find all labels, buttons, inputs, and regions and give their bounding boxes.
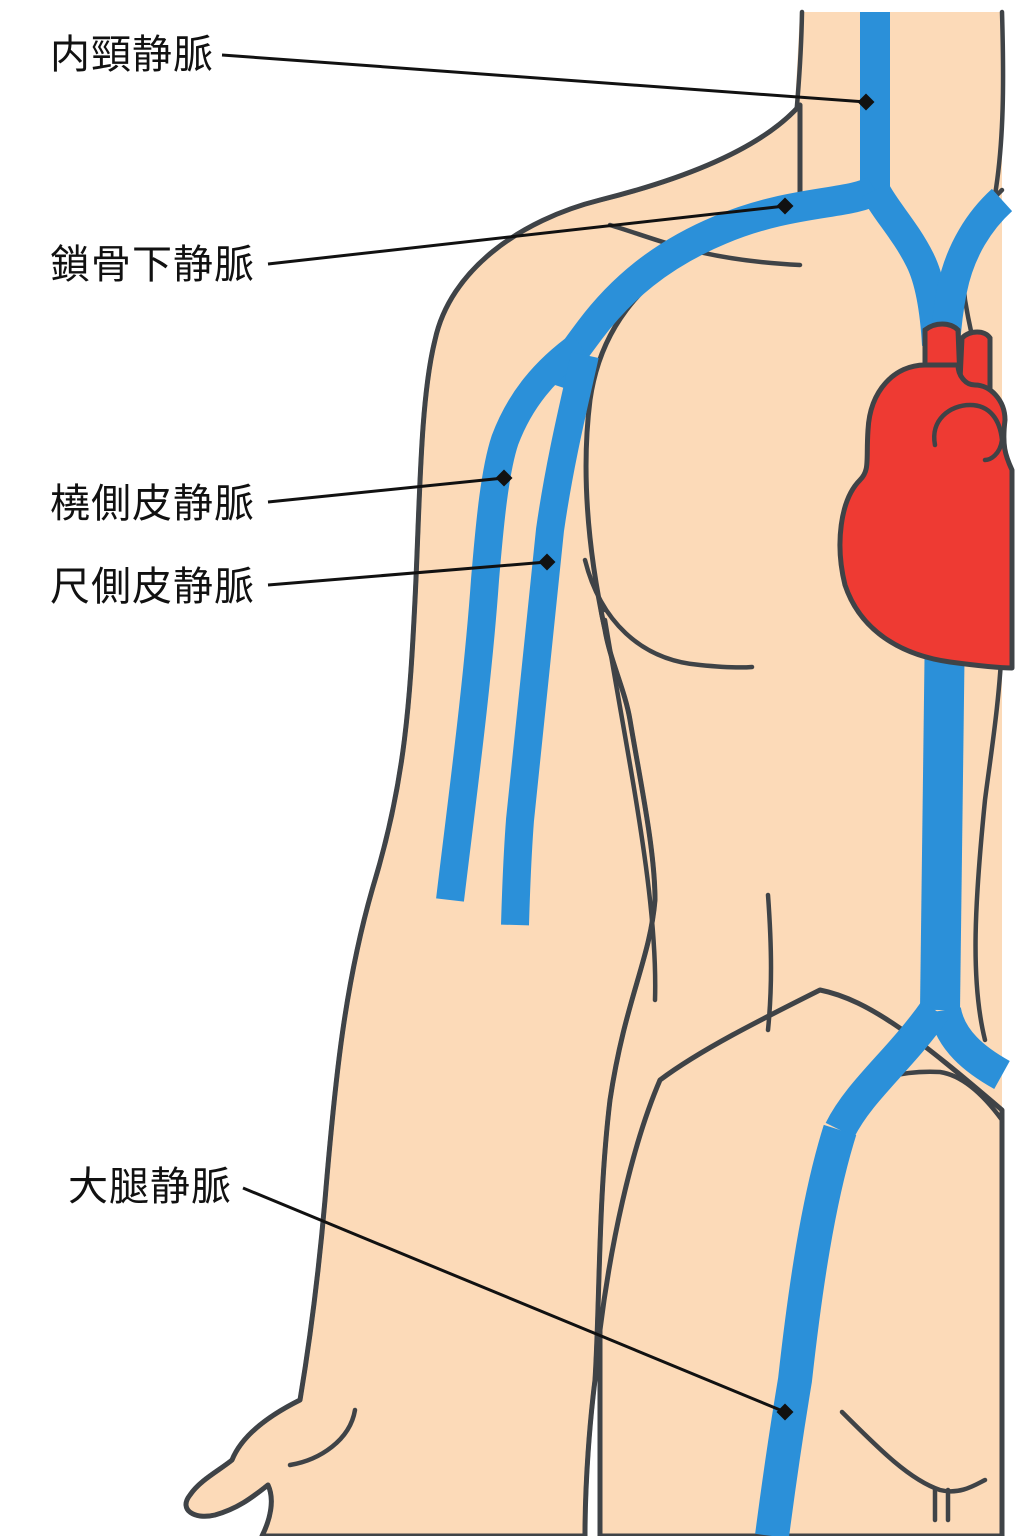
inferior-vena-cava: [920, 619, 965, 1011]
hand-outline: [183, 1397, 303, 1536]
leader-internal-jugular: [221, 53, 867, 104]
heart-atrium-fold: [931, 402, 1005, 463]
marker-basilic: [538, 553, 556, 571]
label-basilic: 尺側皮静脈: [50, 564, 255, 610]
neck-outline-right: [992, 9, 1006, 198]
knee-fold-2: [932, 1487, 951, 1523]
leader-lines: [221, 53, 875, 1421]
heart-body: [837, 362, 1015, 671]
iliac-left-upper: [825, 1000, 949, 1138]
label-cephalic: 橈側皮静脈: [50, 481, 255, 527]
neck: [790, 12, 860, 195]
femoral-vein: [755, 1124, 857, 1536]
cephalic-vein: [436, 333, 589, 902]
inner-arm-upper: [602, 617, 658, 1003]
label-great-saphenous: 大腿静脈: [68, 1164, 232, 1210]
leader-great-saphenous: [242, 1186, 786, 1414]
navel: [765, 892, 774, 1033]
marker-subclavian: [776, 197, 794, 215]
marker-great-saphenous: [776, 1403, 794, 1421]
leader-cephalic: [267, 476, 505, 504]
leader-subclavian: [267, 204, 786, 266]
hand-fold: [287, 1407, 358, 1468]
torso-outline: [297, 102, 803, 1403]
label-subclavian: 鎖骨下静脈: [50, 242, 255, 288]
marker-cephalic: [495, 469, 513, 487]
pectoral-fold: [582, 557, 755, 670]
basilic-vein: [501, 351, 599, 926]
heart-icon: [837, 321, 1015, 671]
veins: [436, 12, 1013, 1536]
label-internal-jugular: 内頸静脈: [50, 32, 214, 78]
knee-fold: [839, 1409, 988, 1494]
leader-basilic: [267, 560, 548, 587]
marker-internal-jugular: [857, 93, 875, 111]
torso-right-edge: [973, 637, 1005, 1043]
